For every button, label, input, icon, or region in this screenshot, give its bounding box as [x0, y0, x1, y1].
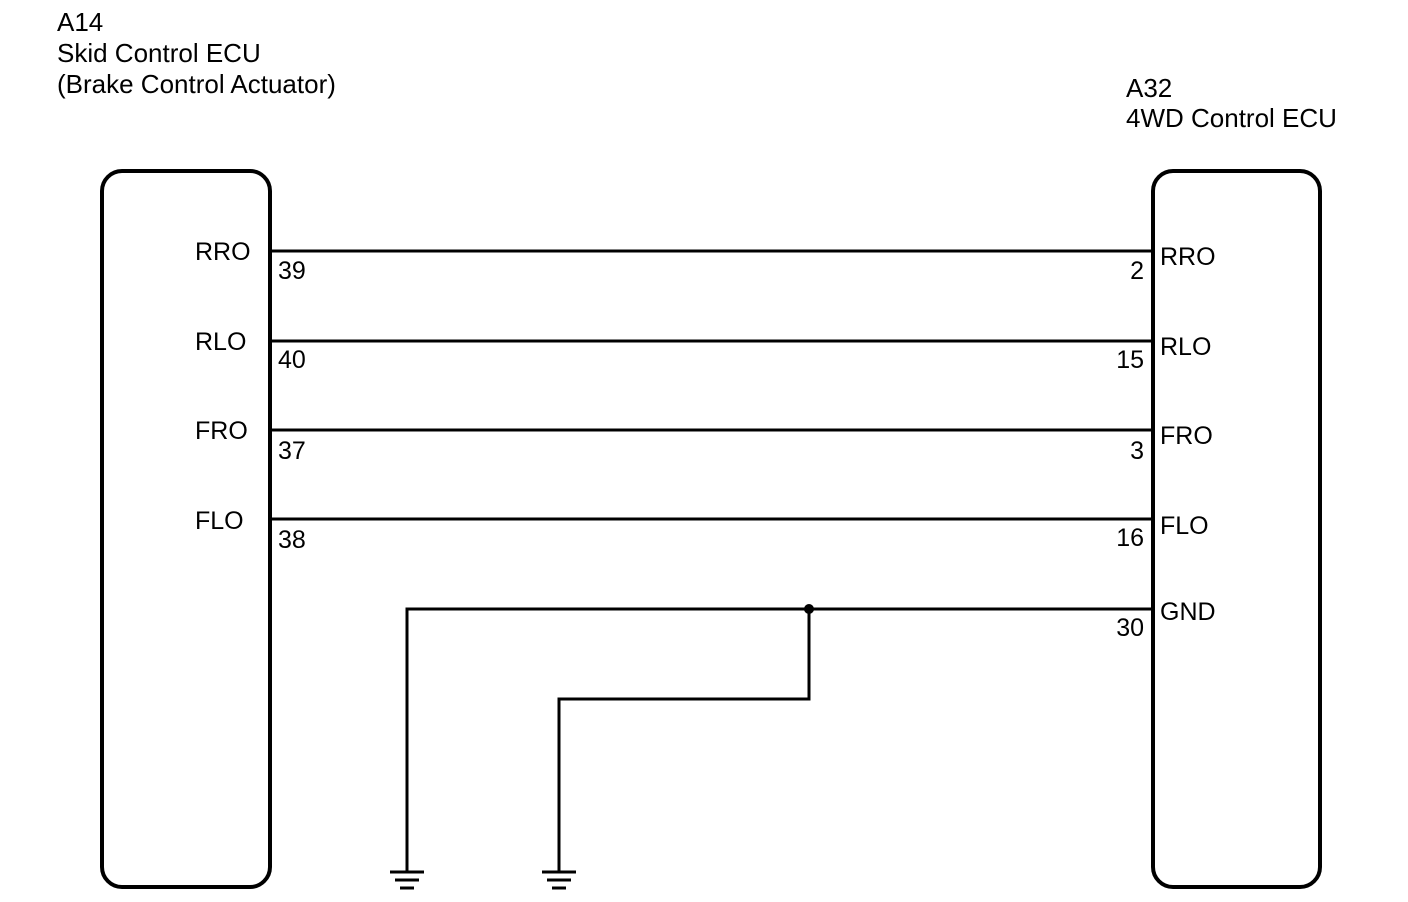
right-pin-3: 3 [1130, 437, 1144, 465]
left-pin-40: 40 [278, 346, 306, 374]
right-pin-16: 16 [1116, 524, 1144, 552]
ground-symbol-1 [390, 870, 424, 890]
right-pin-2: 2 [1130, 257, 1144, 285]
left-ecu-box [100, 169, 272, 889]
left-pin-39: 39 [278, 257, 306, 285]
right-signal-flo: FLO [1160, 512, 1209, 540]
right-ecu-code: A32 [1126, 73, 1172, 103]
left-signal-flo: FLO [195, 507, 244, 535]
wire-gnd-main [405, 607, 1153, 872]
left-signal-rlo: RLO [195, 328, 246, 356]
right-ecu-box [1151, 169, 1322, 889]
left-signal-fro: FRO [195, 417, 248, 445]
ground-symbol-2 [542, 870, 576, 890]
right-signal-fro: FRO [1160, 422, 1213, 450]
left-pin-37: 37 [278, 437, 306, 465]
right-pin-15: 15 [1116, 346, 1144, 374]
left-ecu-code: A14 [57, 7, 103, 37]
left-pin-38: 38 [278, 526, 306, 554]
right-pin-30: 30 [1116, 614, 1144, 642]
left-signal-rro: RRO [195, 238, 251, 266]
right-signal-rro: RRO [1160, 243, 1216, 271]
wire-gnd-branch [557, 609, 811, 872]
left-ecu-subtitle: (Brake Control Actuator) [57, 69, 336, 99]
right-signal-rlo: RLO [1160, 333, 1211, 361]
wire-junction-dot [804, 604, 814, 614]
right-ecu-name: 4WD Control ECU [1126, 103, 1337, 133]
left-ecu-name: Skid Control ECU [57, 38, 261, 68]
right-signal-gnd: GND [1160, 598, 1216, 626]
